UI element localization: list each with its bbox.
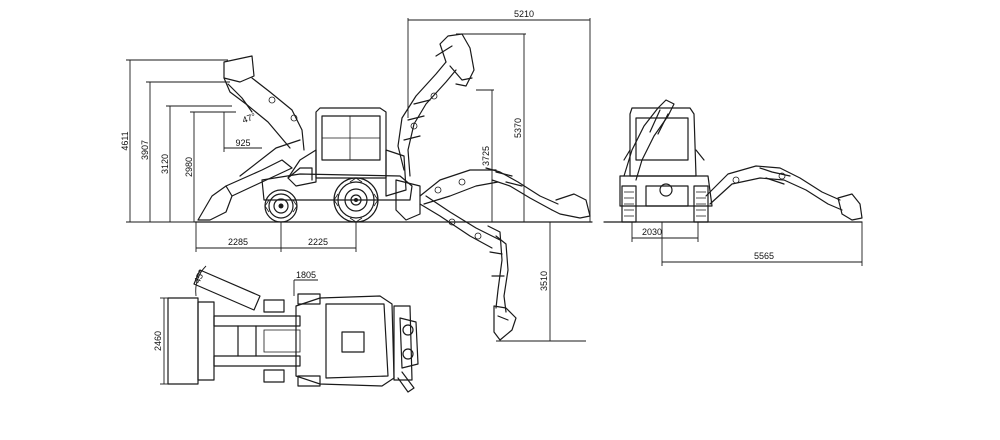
dim-3907: 3907 [140, 140, 150, 160]
backhoe-raised [397, 33, 475, 177]
dim-1805: 1805 [296, 270, 316, 280]
stabilizer [395, 179, 421, 221]
dim-47deg: 47° [241, 111, 258, 125]
dim-2225: 2225 [308, 237, 328, 247]
backhoe-dig [419, 195, 517, 341]
front-bucket-raised [223, 55, 255, 83]
dim-925: 925 [235, 138, 250, 148]
front-wheel [264, 189, 298, 223]
dim-2030: 2030 [642, 227, 662, 237]
backhoe-dimensions: 5210 5370 3725 3510 [407, 9, 591, 342]
dim-5370: 5370 [513, 118, 523, 138]
length-dimensions: 2285 2225 [195, 222, 357, 252]
dim-2460: 2460 [153, 331, 163, 351]
dim-3510: 3510 [539, 271, 549, 291]
dim-3725: 3725 [481, 146, 491, 166]
rear-dimensions: 2030 5565 [631, 222, 863, 266]
dim-2285: 2285 [228, 237, 248, 247]
chassis [261, 173, 413, 201]
rear-wheel [333, 177, 379, 223]
side-view: 4611 3907 3120 2980 925 47° 2285 2225 [120, 9, 593, 342]
top-front-bucket [167, 297, 199, 385]
backhoe-reach [419, 167, 591, 219]
dim-2980: 2980 [184, 157, 194, 177]
dim-4611: 4611 [120, 131, 130, 150]
front-bucket-low [197, 185, 233, 221]
dim-3120: 3120 [160, 154, 170, 174]
dim-45deg: 45° [192, 268, 207, 285]
dim-5565: 5565 [754, 251, 774, 261]
top-view: 2460 1805 45° [153, 265, 419, 393]
dim-5210: 5210 [514, 9, 534, 19]
rear-backhoe-arm [705, 165, 841, 201]
rear-view: 2030 5565 [603, 99, 863, 266]
top-body [295, 295, 395, 387]
height-dimensions: 4611 3907 3120 2980 925 47° [120, 59, 262, 223]
cab [315, 107, 387, 179]
